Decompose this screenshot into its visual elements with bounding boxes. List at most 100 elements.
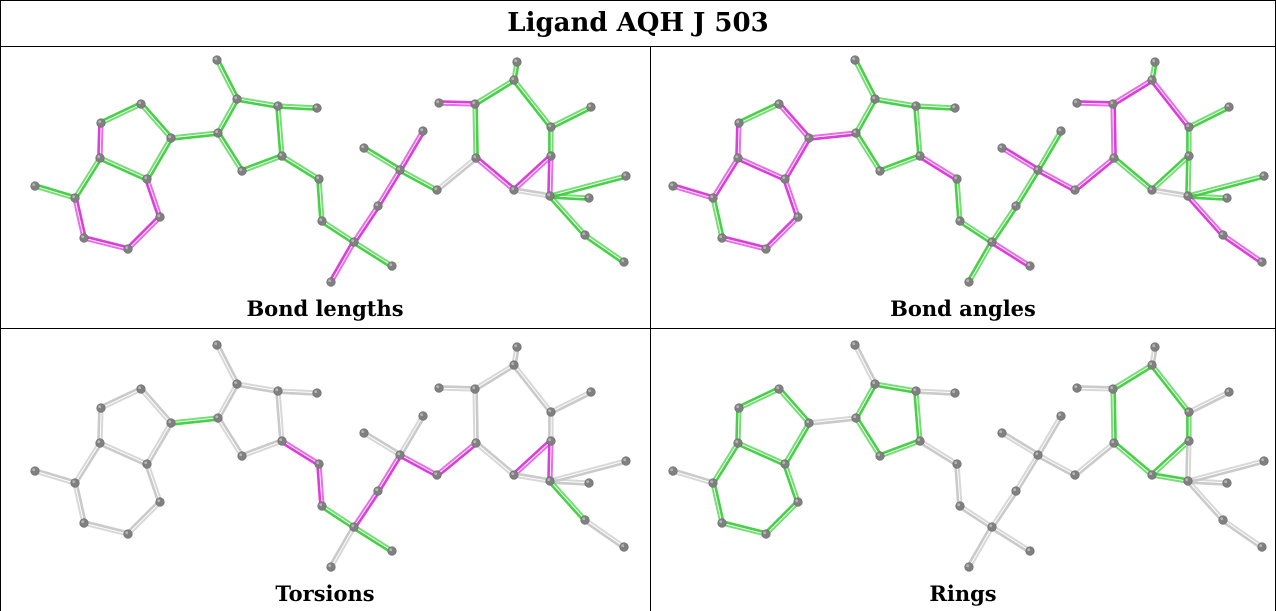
atom-highlight	[852, 57, 856, 61]
atom-highlight	[1186, 153, 1190, 157]
atom-highlight	[1149, 77, 1153, 81]
bond-line	[1074, 157, 1117, 193]
bond-line	[807, 133, 858, 141]
atom-highlight	[763, 531, 767, 535]
atom-marker	[1150, 57, 1160, 67]
atom-marker	[1025, 261, 1035, 271]
atom-highlight	[351, 239, 355, 243]
bond-line	[512, 475, 551, 484]
bond-line	[914, 106, 957, 111]
bond-line	[1188, 193, 1226, 235]
atom-marker	[580, 230, 590, 240]
bond-line	[437, 103, 476, 107]
atom-highlight	[582, 517, 586, 521]
bond-line	[1220, 520, 1263, 550]
bond-line	[548, 481, 591, 486]
bond-line	[1150, 472, 1190, 481]
bond-line	[97, 121, 101, 160]
bond-line	[475, 387, 479, 445]
atom-marker	[1108, 384, 1118, 394]
atom-marker	[950, 103, 960, 113]
atom-highlight	[1149, 362, 1153, 366]
atom-marker	[317, 501, 327, 511]
atom-highlight	[420, 413, 424, 417]
atom-marker	[1150, 342, 1160, 352]
atom-highlight	[1261, 173, 1265, 177]
bond-line	[1185, 195, 1224, 238]
panel-rings-drawing	[668, 340, 1269, 572]
bond-line	[514, 78, 554, 128]
bond-line	[549, 461, 628, 484]
bond-line	[1000, 148, 1039, 173]
atom-highlight	[1035, 167, 1039, 171]
atom-marker	[780, 459, 790, 469]
atom-highlight	[98, 405, 102, 409]
atom-highlight	[72, 195, 76, 199]
atom-marker	[964, 277, 974, 287]
atom-marker	[232, 94, 242, 104]
bond-line	[147, 137, 174, 182]
atom-marker	[326, 562, 336, 572]
atom-marker	[1259, 171, 1269, 181]
bond-line	[782, 136, 809, 180]
atom-marker	[1033, 165, 1043, 175]
bond-line	[738, 122, 742, 160]
atom-highlight	[328, 279, 332, 283]
bond-line	[281, 438, 321, 464]
bond-line	[1016, 169, 1041, 209]
atom-marker	[142, 174, 152, 184]
bond-line	[738, 389, 781, 411]
bond-line	[672, 468, 715, 483]
bond-line	[375, 453, 400, 492]
bond-line	[672, 183, 715, 198]
atom-marker	[774, 384, 784, 394]
bond-line	[991, 524, 1032, 551]
bond-line	[735, 406, 739, 445]
atom-marker	[875, 166, 885, 176]
atom-marker	[911, 101, 921, 111]
bond-line	[1150, 187, 1190, 196]
atom-highlight	[952, 390, 956, 394]
atom-marker	[911, 386, 921, 396]
bond-line	[1188, 392, 1232, 415]
bond-line	[235, 384, 280, 394]
bond-line	[1186, 173, 1265, 196]
atom-highlight	[954, 176, 958, 180]
atom-highlight	[1072, 187, 1076, 191]
atom-marker	[470, 384, 480, 394]
atom-marker	[1218, 230, 1228, 240]
atom-marker	[1056, 126, 1066, 136]
bond-line	[989, 489, 1016, 528]
atom-marker	[277, 436, 287, 446]
bond-line	[353, 524, 394, 551]
bond-line	[1185, 154, 1189, 198]
atom-highlight	[514, 59, 518, 63]
bond-line	[437, 100, 477, 104]
atom-marker	[470, 99, 480, 109]
bond-line	[277, 388, 319, 393]
bond-line	[215, 97, 237, 134]
bond-line	[878, 438, 921, 456]
bond-line	[362, 433, 401, 458]
atom-highlight	[1226, 104, 1230, 108]
bond-line	[218, 383, 240, 421]
atom-highlight	[275, 103, 279, 107]
atom-highlight	[389, 548, 393, 552]
atom-marker	[70, 478, 80, 488]
bond-line	[100, 407, 104, 445]
bond-line	[1074, 442, 1117, 478]
atom-marker	[955, 501, 965, 511]
bond-line	[915, 388, 957, 393]
bond-line	[75, 481, 87, 524]
atom-highlight	[239, 453, 243, 457]
bond-line	[785, 462, 801, 503]
bond-line	[710, 482, 722, 525]
atom-highlight	[138, 386, 142, 390]
bond-line	[436, 442, 479, 478]
bond-line	[321, 503, 356, 527]
bond-line	[969, 241, 995, 284]
atom-marker	[359, 428, 369, 438]
bond-line	[316, 462, 322, 508]
